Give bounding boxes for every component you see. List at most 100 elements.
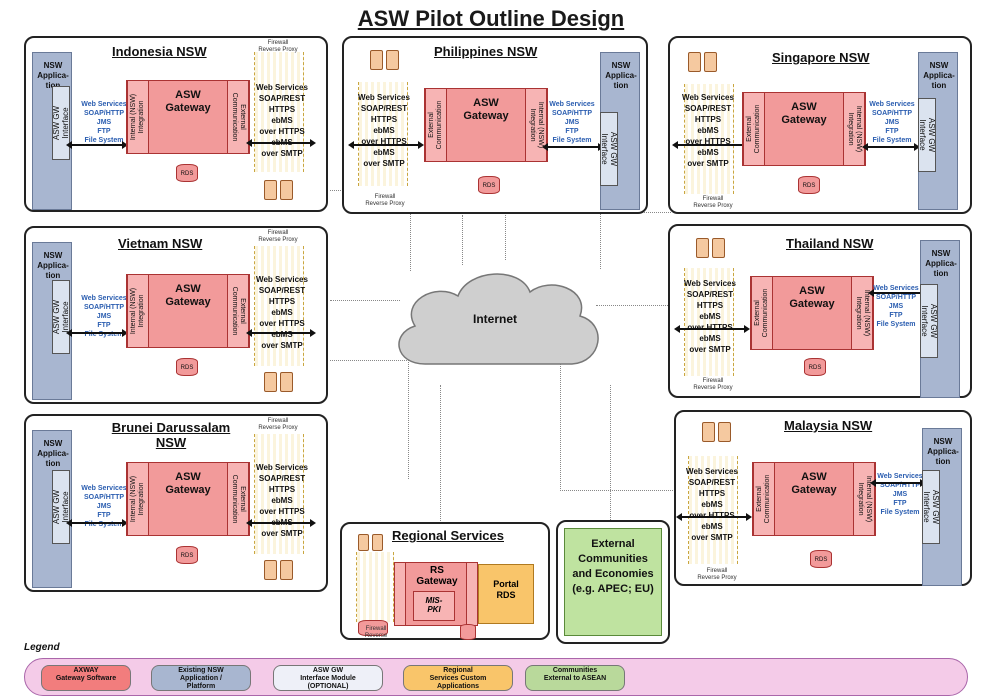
firewall-icon — [264, 180, 277, 200]
protocol-line: Web Services — [256, 83, 308, 92]
firewall-icon — [280, 180, 293, 200]
legend-item-nsw-app: Existing NSW Application / Platform — [151, 665, 251, 691]
legend-bar: AXWAY Gateway Software Existing NSW Appl… — [24, 658, 968, 696]
protocol-line: File System — [872, 137, 912, 144]
protocol-line: SOAP/HTTP — [83, 304, 125, 311]
protocol-line: FTP — [893, 500, 907, 507]
protocol-line: ebMS — [271, 330, 293, 339]
protocol-line: over SMTP — [691, 533, 733, 542]
external-arrow — [672, 141, 748, 149]
external-arrow — [246, 329, 316, 337]
protocol-line: HTTPS — [696, 301, 724, 310]
link-brunei — [330, 360, 409, 479]
protocol-line: Web Services — [877, 473, 923, 480]
external-arrow — [348, 141, 424, 149]
firewall-label: Firewall Reverse Proxy — [365, 194, 405, 207]
rds-database: RDS — [176, 546, 198, 564]
protocol-line: Web Services — [358, 93, 410, 102]
firewall-icon — [280, 372, 293, 392]
firewall-zone — [684, 268, 734, 376]
protocol-line: ebMS — [373, 126, 395, 135]
firewall-label: Firewall Reverse Proxy — [258, 230, 298, 243]
external-arrow — [676, 513, 752, 521]
firewall-label: Firewall Reverse Proxy — [693, 196, 733, 209]
panel-indonesia: Indonesia NSW NSW Applica- tion ASW GW I… — [24, 36, 328, 212]
protocol-line: over SMTP — [689, 345, 731, 354]
protocol-line: File System — [880, 509, 920, 516]
internal-arrow — [862, 143, 920, 151]
mis-pki: MIS- PKI — [413, 591, 455, 621]
link-philippines-2 — [505, 215, 506, 260]
firewall-zone — [358, 82, 408, 186]
internal-arrow — [542, 143, 604, 151]
firewall-zone — [254, 52, 304, 172]
protocol-line: ebMS — [697, 126, 719, 135]
panel-brunei: Brunei Darussalam NSW NSW Applica- tion … — [24, 414, 328, 592]
protocol-line: SOAP/HTTP — [83, 494, 125, 501]
firewall-zone — [254, 434, 304, 554]
asw-gw-interface: ASW GW Interface — [52, 280, 70, 354]
firewall-icon — [372, 534, 383, 551]
firewall-icon — [358, 534, 369, 551]
firewall-icon — [702, 422, 715, 442]
panel-title-thailand: Thailand NSW — [786, 236, 874, 251]
protocol-line: JMS — [892, 491, 908, 498]
protocol-line: Web Services — [869, 101, 915, 108]
protocol-line: Web Services — [256, 463, 308, 472]
internet-cloud — [398, 273, 599, 365]
asw-gateway: External Communication ASW Gateway Inter… — [752, 462, 876, 536]
rs-external-strip — [395, 563, 406, 625]
legend-item-regional: Regional Services Custom Applications — [403, 665, 513, 691]
protocol-line: SOAP/REST — [258, 94, 306, 103]
protocol-line: ebMS — [699, 334, 721, 343]
legend-item-interface: ASW GW Interface Module (OPTIONAL) — [273, 665, 383, 691]
rds-database: RDS — [798, 176, 820, 194]
asw-gateway: Internal (NSW) Integration ASW Gateway E… — [126, 80, 250, 154]
protocol-line: Web Services — [81, 101, 127, 108]
panel-title-malaysia: Malaysia NSW — [784, 418, 873, 433]
rs-internal-strip — [466, 563, 477, 625]
external-arrow — [246, 139, 316, 147]
protocol-line: File System — [84, 137, 124, 144]
firewall-icon — [696, 238, 709, 258]
protocol-line: ebMS — [373, 148, 395, 157]
asw-gateway: External Communication ASW Gateway Inter… — [742, 92, 866, 166]
external-box: External Communities and Economies (e.g.… — [564, 528, 662, 636]
protocol-line: Web Services — [256, 275, 308, 284]
asw-gateway: Internal (NSW) Integration ASW Gateway E… — [126, 274, 250, 348]
link-philippines — [462, 215, 463, 265]
external-label: External Communities and Economies (e.g.… — [572, 538, 654, 595]
protocol-line: ebMS — [697, 148, 719, 157]
protocol-line: over SMTP — [363, 159, 405, 168]
protocol-line: HTTPS — [268, 105, 296, 114]
link-thailand — [596, 305, 674, 306]
protocol-line: over SMTP — [261, 529, 303, 538]
protocol-line: Web Services — [81, 295, 127, 302]
protocol-line: Web Services — [684, 279, 736, 288]
internal-arrow — [870, 479, 926, 487]
protocol-line: SOAP/REST — [360, 104, 408, 113]
protocol-line: JMS — [96, 119, 112, 126]
firewall-icon — [264, 372, 277, 392]
firewall-zone — [254, 246, 304, 366]
protocol-line: SOAP/HTTP — [871, 110, 913, 117]
link-regional — [440, 385, 441, 523]
panel-title-brunei: Brunei Darussalam NSW — [111, 420, 231, 450]
protocol-line: HTTPS — [370, 115, 398, 124]
asw-gw-interface: ASW GW Interface — [918, 98, 936, 172]
legend-item-external: Communities External to ASEAN — [525, 665, 625, 691]
firewall-label: Firewall Reverse Proxy — [258, 418, 298, 431]
protocol-line: SOAP/REST — [688, 478, 736, 487]
protocol-line: SOAP/REST — [684, 104, 732, 113]
panel-title-singapore: Singapore NSW — [772, 50, 870, 65]
mis-pki-label: MIS- PKI — [425, 596, 443, 614]
firewall-icon — [386, 50, 399, 70]
